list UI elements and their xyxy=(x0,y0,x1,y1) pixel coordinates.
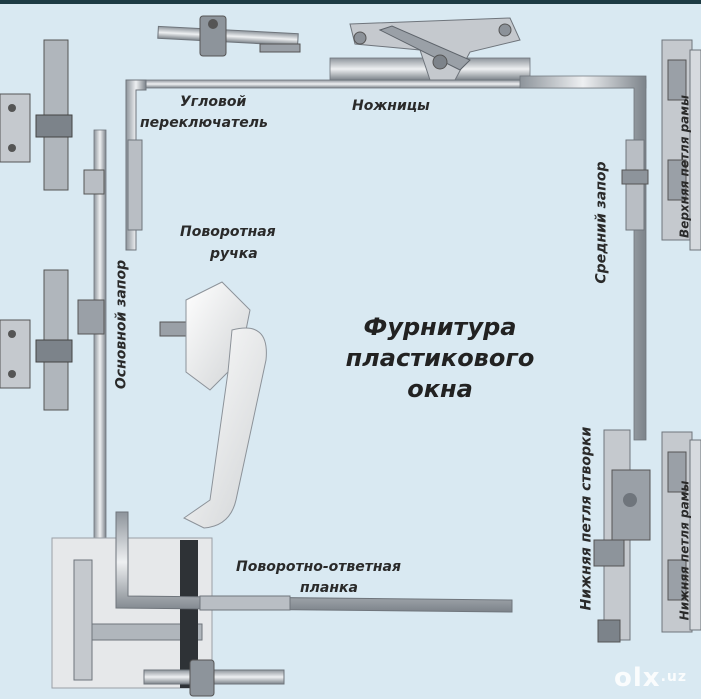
frame-bottom-hinge-label: Нижняя петля рамы xyxy=(677,480,692,621)
frame-bottom-hinge-part xyxy=(661,431,701,633)
watermark-brand: olx xyxy=(614,663,661,693)
title-line-1: Фурнитура xyxy=(363,313,517,341)
corner-switch-part xyxy=(125,79,147,251)
corner-switch-label: Угловой xyxy=(180,92,246,113)
handle-label-line2: ручка xyxy=(210,246,258,262)
olx-watermark: olx.uz xyxy=(614,663,687,693)
left-keeps xyxy=(0,39,73,411)
title-line-2: пластикового xyxy=(345,344,535,372)
corner-switch-label-line1: Угловой xyxy=(180,94,247,110)
top-bar xyxy=(0,0,701,4)
bottom-corner-photo xyxy=(51,537,213,689)
scissors-part xyxy=(349,17,521,81)
corner-switch-label-2: переключатель xyxy=(140,113,268,134)
scissors-label: Ножницы xyxy=(352,98,430,114)
window-handle xyxy=(159,281,267,529)
watermark-domain: .uz xyxy=(660,669,687,685)
bottom-sash-hinge-part xyxy=(593,429,651,643)
bottom-strip xyxy=(143,659,285,697)
right-vertical-bar xyxy=(519,75,649,441)
corner-switch-label-line2: переключатель xyxy=(140,115,268,131)
strike-label-line1: Поворотно-ответная xyxy=(236,559,401,575)
handle-label-line1: Поворотная xyxy=(180,224,276,240)
middle-lock-label: Средний запор xyxy=(593,161,610,284)
corner-strip-top xyxy=(157,15,301,57)
main-lock-label: Основной запор xyxy=(113,259,130,390)
frame-top-hinge-label: Верхняя петля рамы xyxy=(677,95,692,238)
frame-top-hinge-part xyxy=(661,39,701,251)
strike-label-line2: планка xyxy=(300,580,358,596)
title-line-3: окна xyxy=(407,375,473,403)
left-vertical-bar xyxy=(77,129,107,551)
bottom-hinge-label: Нижняя петля створки xyxy=(578,426,595,611)
bottom-frame-bar xyxy=(115,511,513,613)
diagram-title: Фурнитура пластикового окна xyxy=(330,312,550,405)
